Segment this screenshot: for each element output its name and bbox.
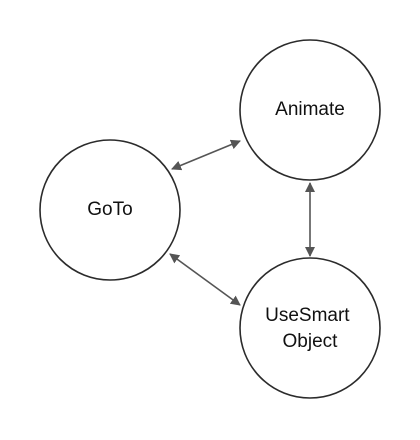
node-usesmartobject-circle	[239, 257, 381, 399]
node-animate-label: Animate	[275, 99, 345, 120]
edges	[169, 139, 315, 306]
node-usesmartobject-label-line-2: Object	[283, 331, 339, 352]
node-usesmartobject-label: UseSmart Object	[265, 305, 355, 352]
node-goto[interactable]: GoTo	[39, 139, 181, 281]
node-goto-label: GoTo	[87, 199, 132, 220]
node-goto-circle	[39, 139, 181, 281]
node-animate[interactable]: Animate	[239, 39, 381, 181]
edge-goto-animate	[171, 139, 241, 171]
node-usesmartobject-label-line-1: UseSmart	[265, 305, 350, 326]
node-animate-label-line-1: Animate	[275, 99, 345, 120]
node-animate-circle	[239, 39, 381, 181]
node-usesmartobject[interactable]: UseSmart Object	[239, 257, 381, 399]
edge-goto-usesmartobject	[169, 253, 241, 306]
node-goto-label-line-1: GoTo	[87, 199, 132, 220]
